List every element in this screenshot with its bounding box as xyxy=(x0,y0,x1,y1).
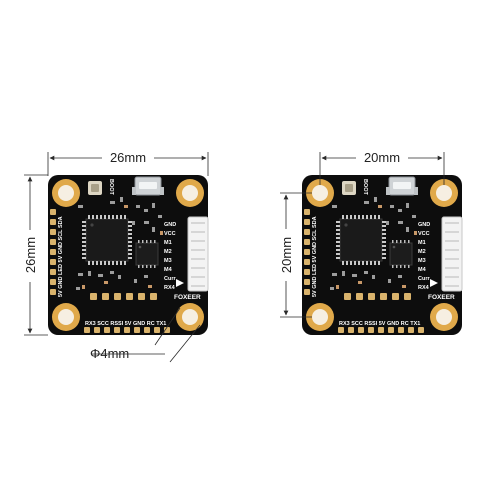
right-right-labels: GND VCC M1 M2 M3 M4 Curr RX4 xyxy=(418,222,430,291)
left-label-m1: M1 xyxy=(164,240,172,246)
right-label-m3: M3 xyxy=(418,258,426,264)
right-label-vcc: VCC xyxy=(418,231,430,237)
left-side-pin-text: 5V GND LED 5V GND SCL SDA xyxy=(58,216,64,297)
right-label-curr: Curr xyxy=(418,276,430,282)
right-height-label: 20mm xyxy=(279,237,294,273)
left-bottom-pin-label: RX3 SCC RSSI 5V GND RC TX1 xyxy=(85,321,166,327)
left-label-rx4: RX4 xyxy=(164,285,176,291)
left-brand-label: FOXEER xyxy=(174,294,201,301)
right-label-m4: M4 xyxy=(418,267,427,273)
right-bottom-pin-label: RX3 SCC RSSI 5V GND RC TX1 xyxy=(339,321,420,327)
right-board: BOOT 5V GND LED 5V GND SCL SDA GND VCC M… xyxy=(301,174,463,336)
right-label-rx4: RX4 xyxy=(418,285,430,291)
left-width-label: 26mm xyxy=(110,150,146,165)
right-side-pin-text: 5V GND LED 5V GND SCL SDA xyxy=(312,216,318,297)
left-label-m3: M3 xyxy=(164,258,172,264)
right-label-gnd: GND xyxy=(418,222,430,228)
left-board: BOOT 5V GND LED 5V GND SCL SDA GND VCC M… xyxy=(47,174,209,336)
left-hole-diameter-label: Φ4mm xyxy=(90,346,129,361)
right-width-dimension: 20mm xyxy=(319,150,445,185)
right-brand-label: FOXEER xyxy=(428,294,455,301)
right-boot-label: BOOT xyxy=(362,179,368,196)
left-label-vcc: VCC xyxy=(164,231,176,237)
left-height-label: 26mm xyxy=(23,237,38,273)
left-boot-label: BOOT xyxy=(108,179,114,196)
right-width-label: 20mm xyxy=(364,150,400,165)
right-label-m2: M2 xyxy=(418,249,426,255)
right-height-dimension: 20mm xyxy=(279,192,312,318)
left-width-dimension: 26mm xyxy=(47,150,209,176)
left-label-gnd: GND xyxy=(164,222,176,228)
left-label-m2: M2 xyxy=(164,249,172,255)
left-height-dimension: 26mm xyxy=(23,174,48,336)
left-right-labels: GND VCC M1 M2 M3 M4 Curr RX4 xyxy=(164,222,176,291)
left-label-curr: Curr xyxy=(164,276,176,282)
left-hole-dimension: Φ4mm xyxy=(90,307,201,363)
left-label-m4: M4 xyxy=(164,267,173,273)
right-label-m1: M1 xyxy=(418,240,426,246)
